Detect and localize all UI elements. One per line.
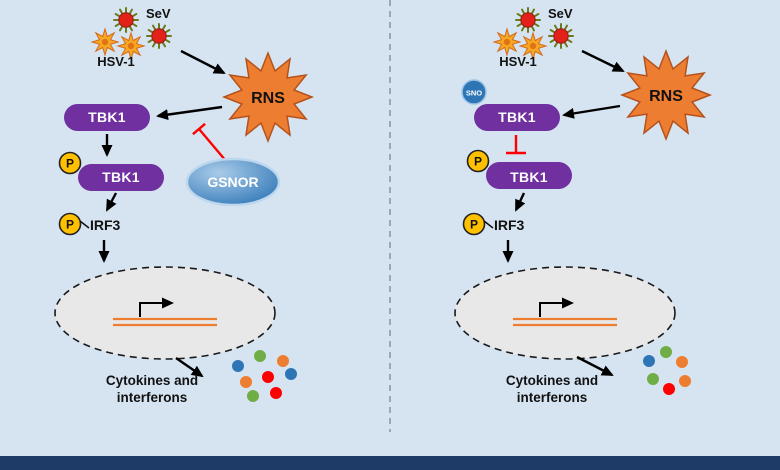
hsv1-virus-icon xyxy=(493,28,521,56)
transcription-arrow xyxy=(139,297,174,317)
molecule-dots xyxy=(232,350,297,402)
phospho-badge xyxy=(58,151,82,175)
hsv1-label: HSV-1 xyxy=(97,54,135,69)
molecule-dot xyxy=(285,368,297,380)
tbk1-phospho-label: TBK1 xyxy=(102,169,140,185)
tbk1-label: TBK1 xyxy=(88,109,126,125)
sno-badge xyxy=(461,79,487,105)
nucleus-to-output-arrow xyxy=(175,357,204,378)
nucleus xyxy=(454,266,676,360)
tbk1-pill xyxy=(474,104,560,131)
phospho-badge xyxy=(462,212,486,236)
phospho-badge-label: P xyxy=(66,218,74,232)
hsv1-label: HSV-1 xyxy=(499,54,537,69)
phospho-badge xyxy=(466,149,490,173)
tbk1-label: TBK1 xyxy=(498,109,536,125)
molecule-dot xyxy=(270,387,282,399)
nucleus xyxy=(54,266,276,360)
transcription-arrow xyxy=(539,297,574,317)
molecule-dots xyxy=(643,346,691,395)
tbk1-to-irf3-arrow xyxy=(514,192,526,212)
nucleus-to-output-arrow xyxy=(576,355,614,377)
molecule-dot xyxy=(679,375,691,387)
virus-to-rns-arrow xyxy=(581,49,625,73)
tbk1-phospho-pill xyxy=(78,164,164,191)
molecule-dot xyxy=(643,355,655,367)
molecule-dot xyxy=(676,356,688,368)
output-label-line1: Cytokines and xyxy=(506,373,598,388)
molecule-dot xyxy=(262,371,274,383)
sev-label: SeV xyxy=(146,6,171,21)
rns-to-tbk1-arrow xyxy=(562,104,621,119)
gsnor-inhibit-cap xyxy=(192,122,206,136)
phospho-badge-label: P xyxy=(66,157,74,171)
molecule-dot xyxy=(247,390,259,402)
molecule-dot xyxy=(240,376,252,388)
output-label-line2: interferons xyxy=(117,390,188,405)
tbk1-to-irf3-arrow xyxy=(105,192,118,212)
tbk1-phospho-label: TBK1 xyxy=(510,169,548,185)
molecule-dot xyxy=(663,383,675,395)
phospho-badge xyxy=(58,212,82,236)
rns-label: RNS xyxy=(649,88,683,105)
tbk1-phospho-pill xyxy=(486,162,572,189)
sno-badge-label: SNO xyxy=(466,89,482,98)
phospho-badge-label: P xyxy=(474,155,482,169)
irf3-label: IRF3 xyxy=(90,217,121,233)
panel-left: SeV HSV-1 RNS TBK1 GSNOR P TBK1 P IRF3 C… xyxy=(54,6,313,405)
molecule-dot xyxy=(660,346,672,358)
gsnor-ellipse xyxy=(185,157,281,207)
phospho-bond xyxy=(483,220,494,229)
molecule-dot xyxy=(232,360,244,372)
footer-bar xyxy=(0,456,780,470)
phospho-badge-label: P xyxy=(470,218,478,232)
output-label-line2: interferons xyxy=(517,390,588,405)
phospho-bond xyxy=(79,220,90,229)
rns-to-tbk1-arrow xyxy=(156,105,223,121)
molecule-dot xyxy=(254,350,266,362)
rns-label: RNS xyxy=(251,90,285,107)
output-label-line1: Cytokines and xyxy=(106,373,198,388)
molecule-dot xyxy=(277,355,289,367)
hsv1-virus-icon xyxy=(91,28,119,56)
tbk1-pill xyxy=(64,104,150,131)
virus-to-rns-arrow xyxy=(180,49,226,75)
gsnor-inhibit-line xyxy=(198,128,227,162)
gsnor-label: GSNOR xyxy=(207,174,258,190)
panel-right: SeV HSV-1 RNS TBK1 SNO P TBK1 P IRF3 Cyt… xyxy=(454,6,711,405)
sev-label: SeV xyxy=(548,6,573,21)
irf3-label: IRF3 xyxy=(494,217,525,233)
molecule-dot xyxy=(647,373,659,385)
